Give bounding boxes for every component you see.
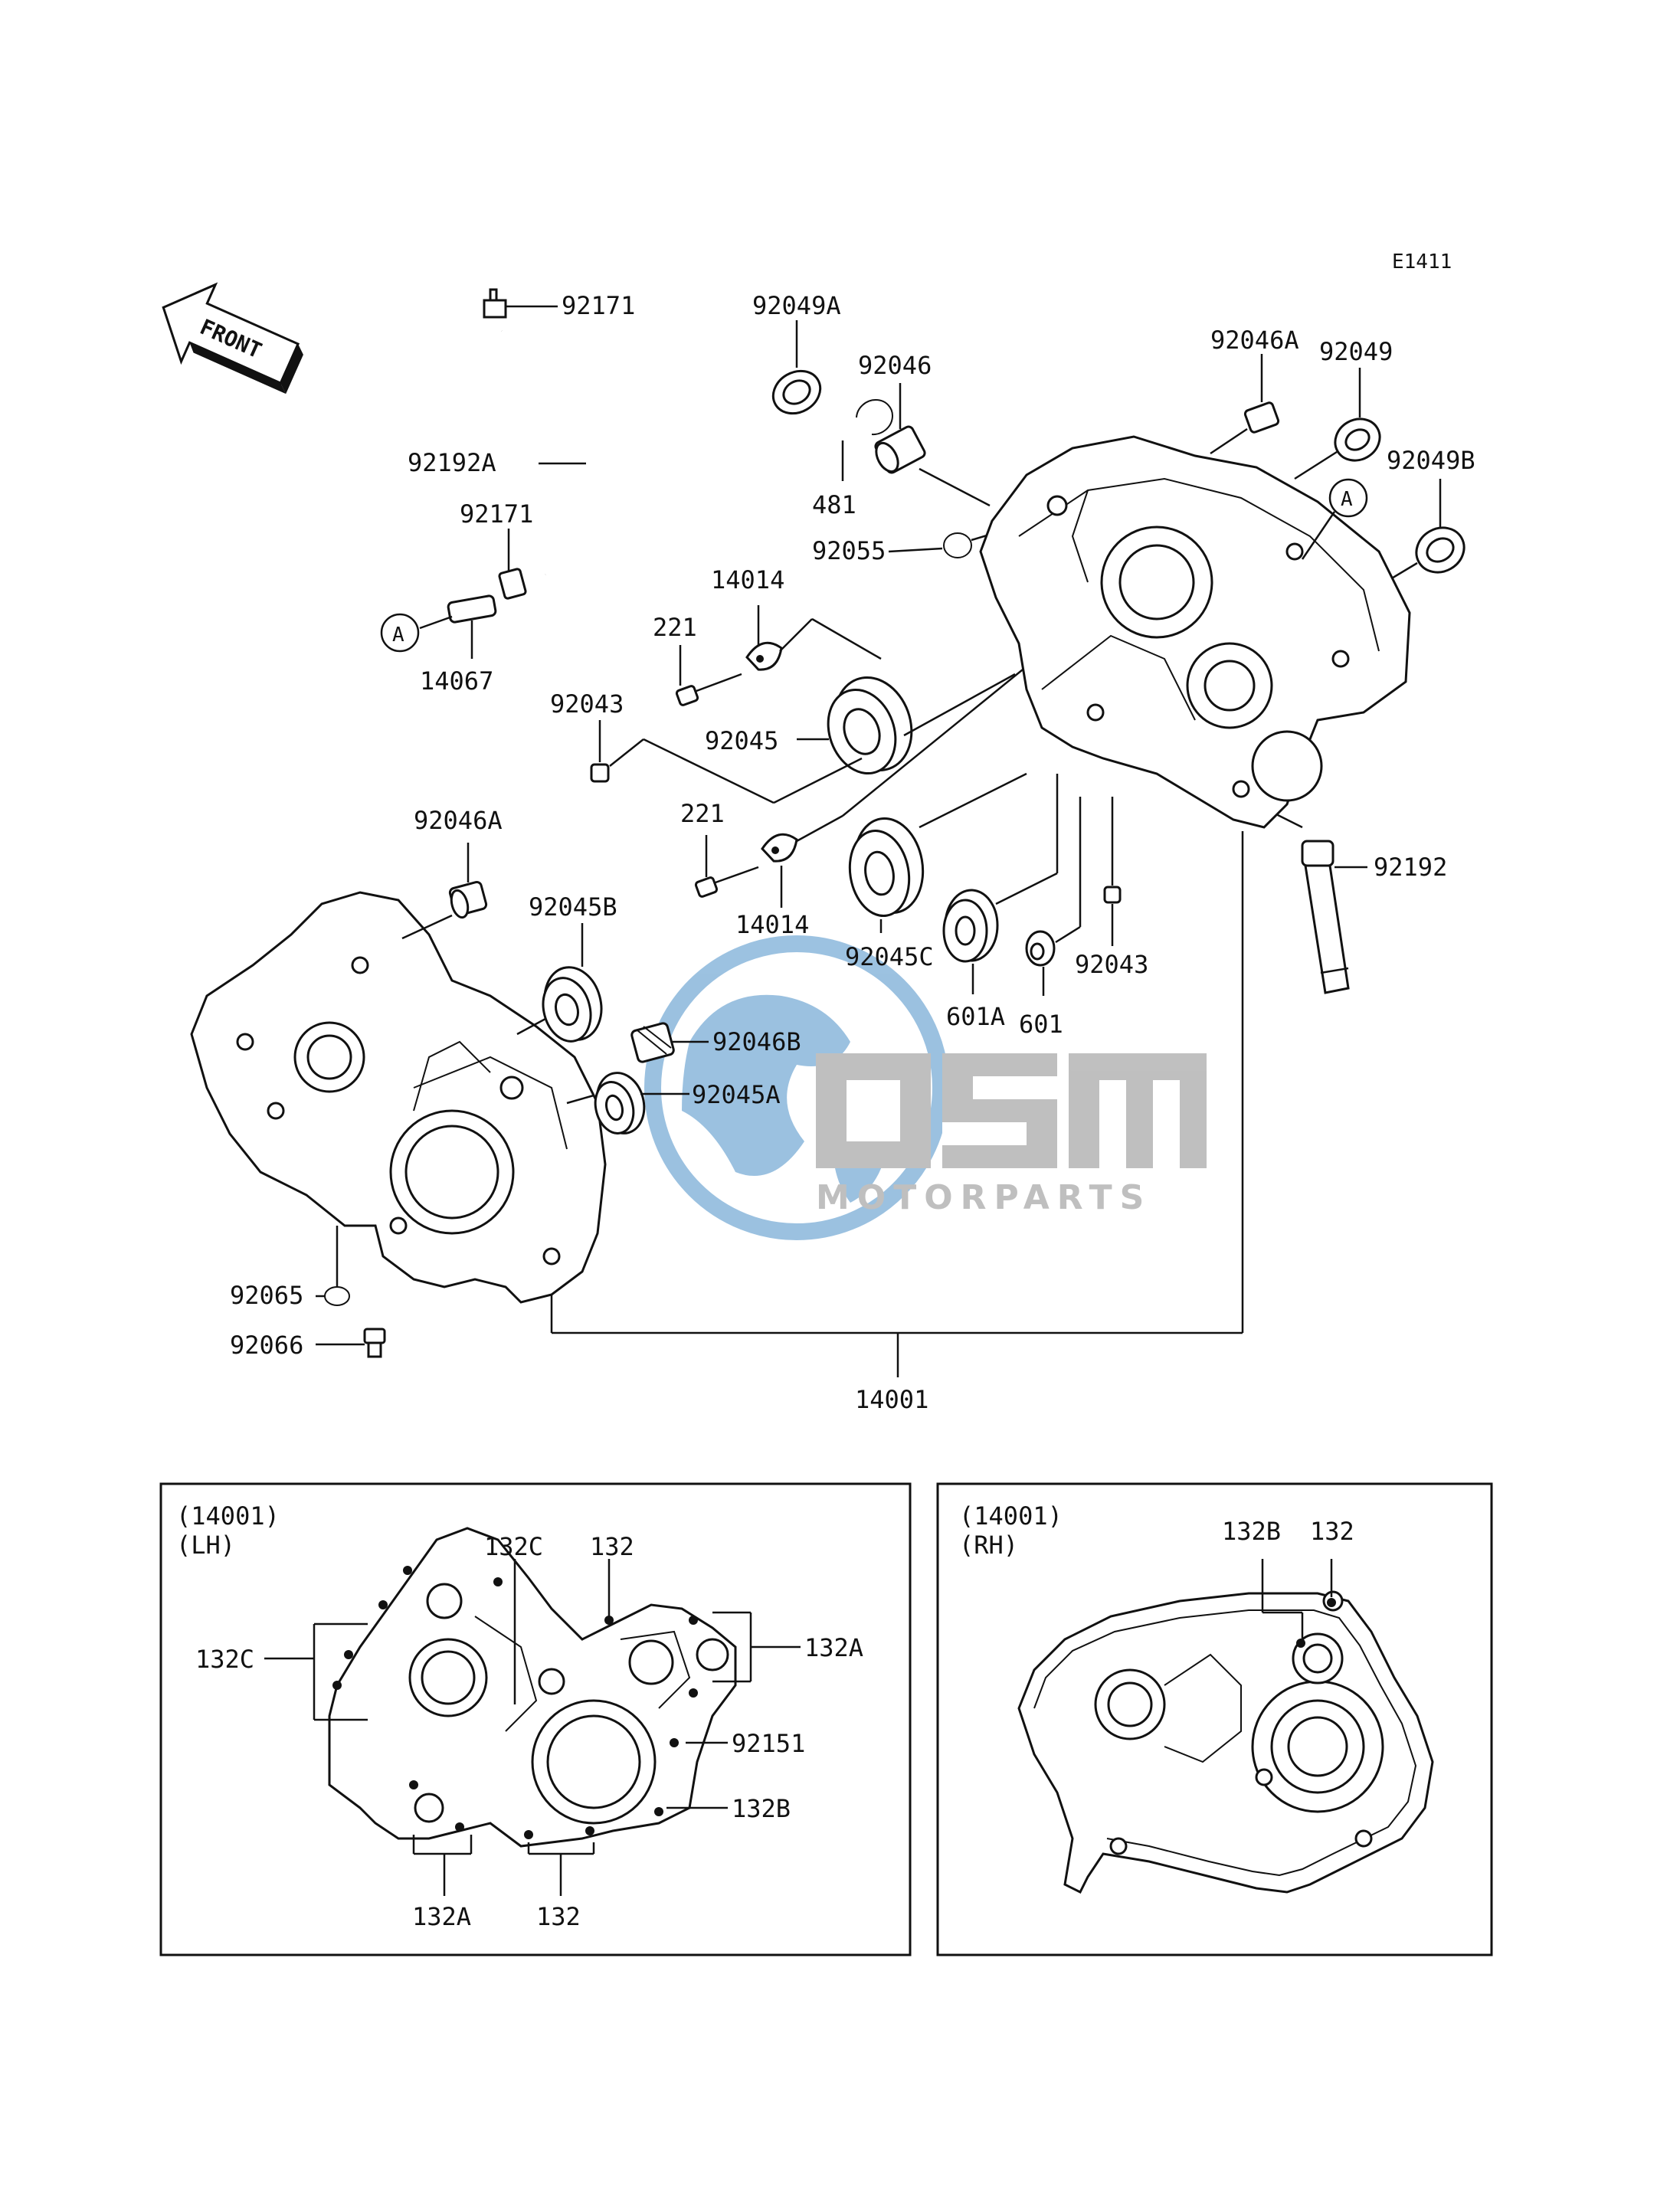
callout-ball-bearing-c: 92045C (845, 942, 934, 971)
reference-marker-a-left (380, 613, 420, 653)
inset-lh-panel: (14001) (LH) (159, 1482, 912, 1956)
callout-dowel-pin-left: 92043 (550, 689, 624, 719)
needle-bearing-92046a-right (1210, 354, 1280, 455)
crankcase-left-half (190, 891, 607, 1304)
oil-seal-92049b (1378, 479, 1465, 588)
inset-lh-label-132b: 132B (732, 1794, 791, 1823)
callout-needle-bearing-right: 92046A (1210, 326, 1299, 355)
callout-hose-clamp-mid: 92171 (460, 499, 533, 529)
screw-221-top (675, 645, 742, 706)
callout-oil-seal-b: 92049B (1387, 446, 1475, 475)
crankcase-set-bracket (550, 831, 1244, 1377)
diagram-code: E1411 (1392, 250, 1452, 273)
callout-dowel-pin-right: 92043 (1075, 950, 1148, 979)
inset-lh-label-132a-right: 132A (804, 1633, 863, 1662)
breather-92192 (1240, 795, 1367, 994)
callout-drain-plug: 92066 (230, 1331, 303, 1360)
callout-bearing-601: 601 (1019, 1010, 1063, 1039)
drain-plug-92066 (316, 1328, 386, 1358)
bearing-601 (1025, 797, 1082, 996)
bearing-601a (942, 774, 1059, 994)
callout-bearing-601a: 601A (946, 1002, 1005, 1031)
inset-rh-title-line2: (RH) (959, 1531, 1018, 1560)
callout-oil-seal-left: 92049A (752, 291, 841, 320)
callout-bearing-holder-bottom: 14014 (735, 910, 809, 939)
inset-rh-label-132: 132 (1310, 1517, 1354, 1546)
callout-needle-bearing-left: 92046A (414, 806, 503, 835)
callout-screw-top: 221 (653, 613, 697, 642)
bearing-holder-14014-bottom (761, 666, 1027, 908)
inset-lh-label-132a-bottom: 132A (412, 1902, 471, 1931)
callout-gasket: 92065 (230, 1281, 303, 1310)
needle-bearing-92046a-left (401, 843, 488, 940)
ball-bearing-92045c (848, 772, 1027, 933)
inset-lh-label-132-top: 132 (590, 1532, 634, 1561)
callout-hose: 92192A (408, 448, 496, 477)
callout-oil-seal-right: 92049 (1319, 337, 1393, 366)
inset-lh-label-132c-top: 132C (484, 1532, 543, 1561)
crankcase-right-half: A (979, 435, 1411, 829)
hose-assembly: A (380, 288, 622, 659)
ball-bearing-92045a (566, 1072, 689, 1135)
needle-bearing-92046 (874, 383, 991, 507)
reference-marker-a-left-label: A (392, 624, 404, 647)
callout-o-ring: 92055 (812, 536, 886, 565)
callout-needle-bearing-b: 92046B (712, 1027, 801, 1056)
inset-rh-panel: (14001) (RH) 132B 132 (936, 1482, 1493, 1956)
callout-ball-bearing-b: 92045B (529, 892, 617, 922)
inset-lh-label-92151: 92151 (732, 1729, 805, 1758)
callout-breather: 92192 (1374, 853, 1447, 882)
dowel-pin-92043-left (590, 720, 863, 804)
gasket-92065 (316, 1226, 350, 1306)
callout-hose-clamp-top: 92171 (562, 291, 635, 320)
inset-rh-title-line1: (14001) (959, 1501, 1063, 1531)
reference-marker-a-right-label: A (1341, 488, 1353, 511)
bearing-holder-14014-top (745, 605, 882, 671)
watermark-tagline: MOTORPARTS (816, 1178, 1151, 1217)
inset-lh-label-132-bottom: 132 (536, 1902, 581, 1931)
inset-rh-label-132b: 132B (1222, 1517, 1281, 1546)
oil-seal-92049a (771, 320, 822, 415)
callout-needle-bearing-top: 92046 (858, 351, 932, 380)
inset-lh-bolts (332, 1566, 698, 1839)
callout-bearing-holder-top: 14014 (711, 565, 784, 594)
callout-fitting: 14067 (420, 666, 493, 696)
inset-lh-title-line1: (14001) (176, 1501, 280, 1531)
callout-screw-bottom: 221 (680, 799, 725, 828)
oil-seal-92049 (1294, 368, 1381, 480)
callout-ball-bearing-mid: 92045 (705, 726, 778, 755)
osm-watermark: MOTORPARTS (644, 935, 1207, 1240)
ball-bearing-92045 (797, 673, 1016, 775)
inset-lh-label-132c-left: 132C (195, 1645, 254, 1674)
dowel-pin-92043-right (1103, 797, 1122, 946)
callout-ball-bearing-a: 92045A (692, 1080, 781, 1109)
callout-crankcase-set: 14001 (855, 1385, 928, 1414)
circlip-481 (841, 399, 893, 481)
front-arrow-icon: FRONT (162, 282, 303, 395)
screw-221-bottom (694, 835, 759, 898)
needle-bearing-92046b (630, 1022, 709, 1063)
reference-marker-a-right (1328, 478, 1368, 518)
callout-circlip: 481 (812, 490, 856, 519)
ball-bearing-92045b (516, 923, 603, 1043)
inset-lh-title-line2: (LH) (176, 1531, 235, 1560)
